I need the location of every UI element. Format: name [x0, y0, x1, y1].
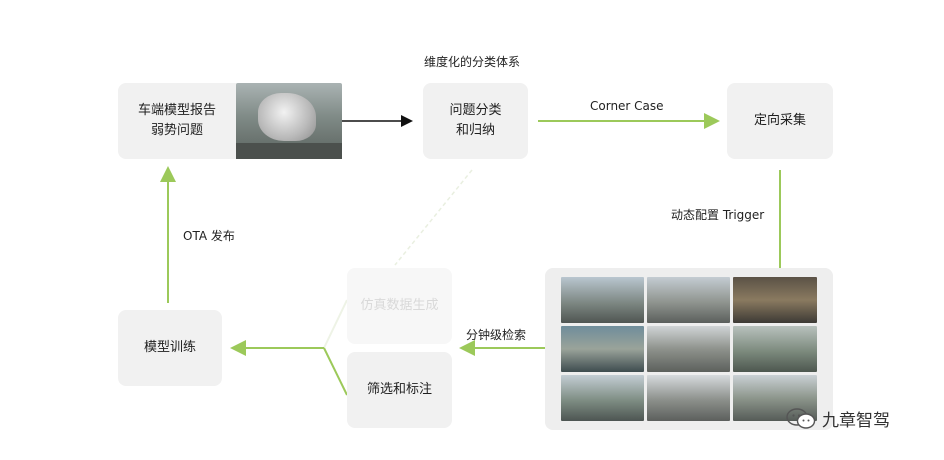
- node-simulate-label: 仿真数据生成: [360, 298, 439, 313]
- node-filter: 筛选和标注: [347, 352, 452, 428]
- label-ota: OTA 发布: [183, 229, 235, 243]
- node-filter-label: 筛选和标注: [366, 382, 432, 397]
- arrow-filter-to-merge: [323, 347, 348, 396]
- node-collect: 定向采集: [727, 83, 833, 159]
- label-taxonomy: 维度化的分类体系: [424, 55, 521, 69]
- node-classify-line2: 和归纳: [455, 123, 495, 138]
- gallery-cell: [647, 277, 730, 323]
- node-train-label: 模型训练: [143, 340, 196, 355]
- watermark: 九章智驾: [786, 406, 890, 431]
- report-photo: [236, 83, 342, 159]
- gallery-cell: [733, 326, 817, 372]
- node-classify-line1: 问题分类: [449, 103, 502, 118]
- node-report-line1: 车端模型报告: [137, 103, 216, 118]
- node-report-line2: 弱势问题: [150, 123, 203, 138]
- gallery-cell: [561, 277, 644, 323]
- report-photo-road: [236, 143, 342, 159]
- gallery-cell: [733, 277, 817, 323]
- retrieval-gallery: [545, 268, 833, 430]
- node-simulate: 仿真数据生成: [347, 268, 452, 344]
- node-report-text: 车端模型报告 弱势问题: [118, 101, 236, 141]
- wechat-icon: [786, 407, 816, 429]
- faded-simulate-to-merge: [323, 299, 348, 349]
- faded-classify-to-simulate: [394, 169, 473, 266]
- gallery-cell: [647, 326, 730, 372]
- label-trigger: 动态配置 Trigger: [671, 208, 765, 222]
- node-collect-label: 定向采集: [753, 113, 806, 128]
- report-photo-object: [258, 93, 316, 141]
- watermark-text: 九章智驾: [822, 411, 890, 431]
- gallery-cell: [647, 375, 730, 421]
- node-classify: 问题分类 和归纳: [423, 83, 528, 159]
- gallery-cell: [561, 375, 644, 421]
- gallery-cell: [561, 326, 644, 372]
- label-retrieval: 分钟级检索: [466, 328, 527, 342]
- node-train: 模型训练: [118, 310, 222, 386]
- label-corner-case: Corner Case: [590, 99, 664, 113]
